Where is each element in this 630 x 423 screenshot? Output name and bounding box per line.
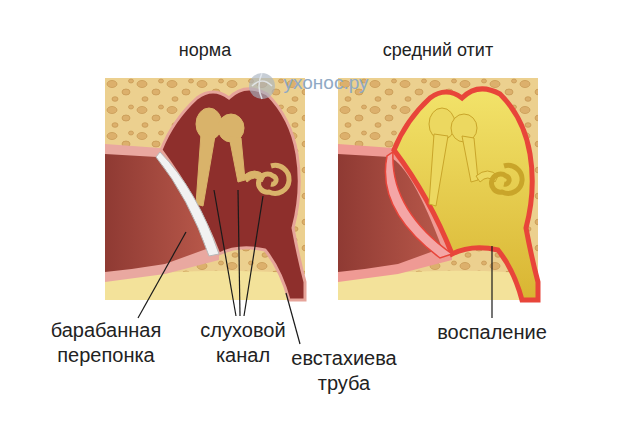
watermark-logo xyxy=(249,73,275,99)
part-label: барабанная перепонка xyxy=(36,318,176,368)
normal-ear xyxy=(105,78,305,300)
panel-normal: норма xyxy=(105,28,305,300)
panel-heading: средний отит xyxy=(338,28,538,62)
leader-lines xyxy=(138,190,492,344)
part-label: слуховой канал xyxy=(182,318,304,368)
part-label: воспаление xyxy=(422,320,562,345)
watermark: ухонос.ру xyxy=(276,70,376,95)
otitis-ear xyxy=(338,78,538,300)
panel-heading: норма xyxy=(105,28,305,62)
part-label: евстахиева труба xyxy=(282,346,406,396)
panel-otitis: средний отит xyxy=(338,28,538,300)
